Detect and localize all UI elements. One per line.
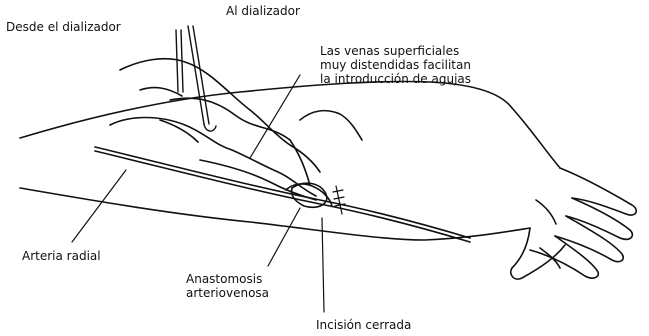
label-radial-artery: Arteria radial — [22, 249, 101, 263]
hand-outline — [511, 168, 637, 279]
label-to-dialyzer: Al dializador — [226, 4, 300, 18]
needle-pair — [176, 26, 216, 131]
arm-outline — [20, 81, 560, 240]
label-closed-incision: Incisión cerrada — [316, 318, 411, 332]
label-anastomosis: Anastomosis arteriovenosa — [186, 272, 269, 300]
incision-stitches — [333, 186, 345, 214]
label-from-dialyzer: Desde el dializador — [6, 20, 121, 34]
radial-artery-line — [95, 147, 470, 242]
label-superficial-veins: Las venas superficiales muy distendidas … — [320, 44, 471, 86]
